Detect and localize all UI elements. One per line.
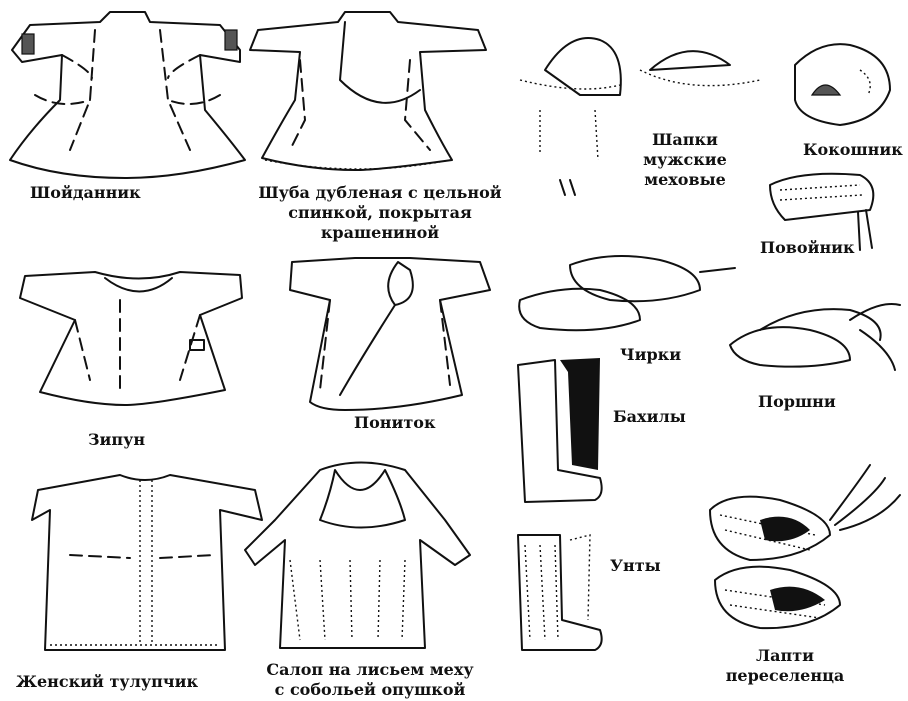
caption-chirki: Чирки — [620, 345, 681, 365]
caption-ponitok: Пониток — [354, 413, 436, 433]
chirki-drawing — [519, 256, 735, 330]
tulupchik-drawing — [32, 475, 262, 650]
shuba-drawing — [250, 12, 486, 170]
kokoshnik-drawing — [795, 44, 890, 125]
caption-unty: Унты — [610, 556, 661, 576]
shoydannik-drawing — [10, 12, 245, 178]
caption-bakhily: Бахилы — [613, 407, 686, 427]
caption-salop: Салоп на лисьем меху с собольей опушкой — [250, 660, 490, 700]
ponitok-drawing — [290, 258, 490, 410]
bakhily-drawing — [518, 358, 602, 502]
unty-drawing — [518, 535, 602, 650]
caption-lapti: Лапти переселенца — [720, 646, 850, 686]
salop-drawing — [245, 463, 470, 649]
caption-shapki: Шапки мужские меховые — [630, 130, 740, 190]
lapti-drawing — [710, 465, 900, 628]
caption-povoynik: Повойник — [760, 238, 855, 258]
caption-tulupchik: Женский тулупчик — [16, 672, 198, 692]
zipun-drawing — [20, 272, 242, 405]
caption-porshni: Поршни — [758, 392, 836, 412]
caption-zipun: Зипун — [88, 430, 145, 450]
caption-shuba: Шуба дубленая с цельной спинкой, покрыта… — [245, 183, 515, 243]
caption-shoydannik: Шойданник — [30, 183, 141, 203]
caption-kokoshnik: Кокошник — [803, 140, 903, 160]
porshni-drawing — [730, 304, 900, 370]
